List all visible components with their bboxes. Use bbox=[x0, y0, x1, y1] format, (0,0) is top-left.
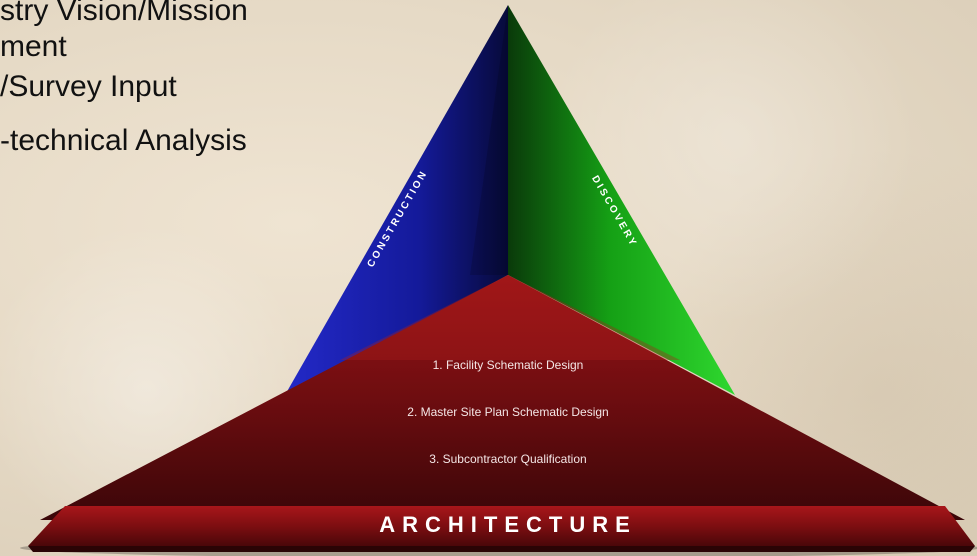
architecture-highlight bbox=[340, 275, 680, 360]
list-line-2: ment bbox=[0, 30, 67, 63]
architecture-face bbox=[40, 275, 965, 520]
discovery-face bbox=[508, 5, 735, 395]
construction-face bbox=[285, 5, 508, 395]
architecture-band bbox=[28, 506, 975, 546]
list-line-4: -technical Analysis bbox=[0, 124, 247, 157]
list-line-1: stry Vision/Mission bbox=[0, 0, 248, 27]
item-subcontractor-qualification: 3. Subcontractor Qualification bbox=[429, 452, 586, 466]
item-master-site-plan: 2. Master Site Plan Schematic Design bbox=[407, 405, 608, 419]
item-facility-schematic-design: 1. Facility Schematic Design bbox=[433, 358, 584, 372]
left-text-list: stry Vision/Mission ment /Survey Input -… bbox=[0, 0, 360, 194]
list-line-3: /Survey Input bbox=[0, 70, 177, 103]
architecture-label: ARCHITECTURE bbox=[379, 512, 637, 537]
inner-edge-shade bbox=[470, 5, 508, 275]
band-bottom-edge bbox=[28, 546, 975, 552]
